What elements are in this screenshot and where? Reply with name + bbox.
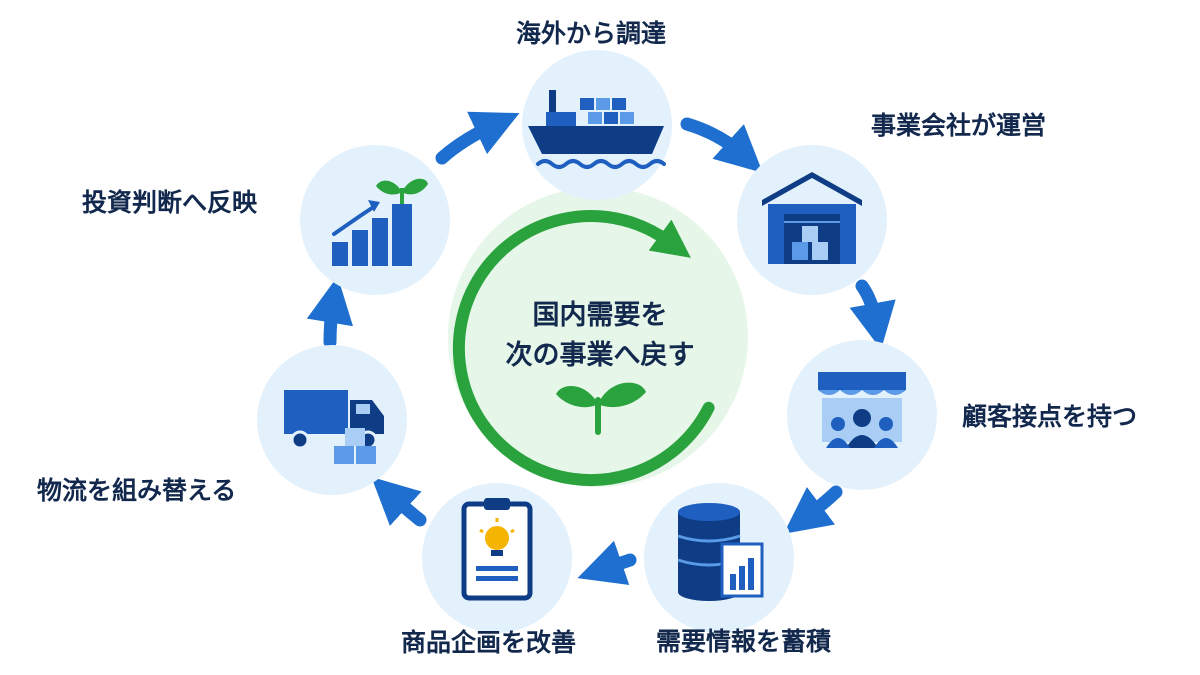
database-chart-icon (677, 503, 764, 601)
storefront-customers-icon (818, 372, 906, 448)
step-node-planning (422, 483, 572, 633)
center-node (448, 187, 748, 487)
step-node-data (644, 483, 794, 633)
arrow-chart-to-ship (435, 111, 520, 165)
step-node-procurement (522, 50, 672, 200)
step-label-planning: 商品企画を改善 (401, 628, 577, 657)
step-label-procurement: 海外から調達 (516, 19, 667, 48)
step-label-logistics: 物流を組み替える (37, 476, 237, 505)
warehouse-icon (762, 172, 862, 264)
center-title-line1: 国内需要を (532, 300, 668, 331)
step-node-logistics (257, 345, 407, 495)
step-node-customer (787, 340, 937, 490)
clipboard-lightbulb-icon (461, 498, 533, 601)
step-label-customer: 顧客接点を持つ (962, 402, 1138, 431)
step-label-data: 需要情報を蓄積 (656, 627, 832, 656)
center-title-line2: 次の事業へ戻す (505, 340, 695, 371)
step-node-investment (300, 145, 450, 295)
arrow-clipboard-to-truck (371, 476, 427, 527)
delivery-truck-icon (284, 390, 384, 464)
growth-chart-icon (332, 178, 428, 266)
arrow-warehouse-to-store (849, 279, 896, 350)
center-ring-arrow (452, 210, 715, 487)
arrow-ship-to-warehouse (680, 117, 763, 173)
step-node-operation (737, 145, 887, 295)
cargo-ship-icon (528, 90, 666, 169)
step-label-investment: 投資判断へ反映 (82, 188, 258, 217)
sprout-icon (556, 382, 646, 435)
arrow-store-to-database (783, 485, 843, 534)
arrow-truck-to-chart (306, 276, 354, 349)
flow-arrows (306, 111, 896, 585)
step-label-operation: 事業会社が運営 (871, 111, 1047, 140)
arrow-database-to-clipboard (577, 540, 637, 585)
